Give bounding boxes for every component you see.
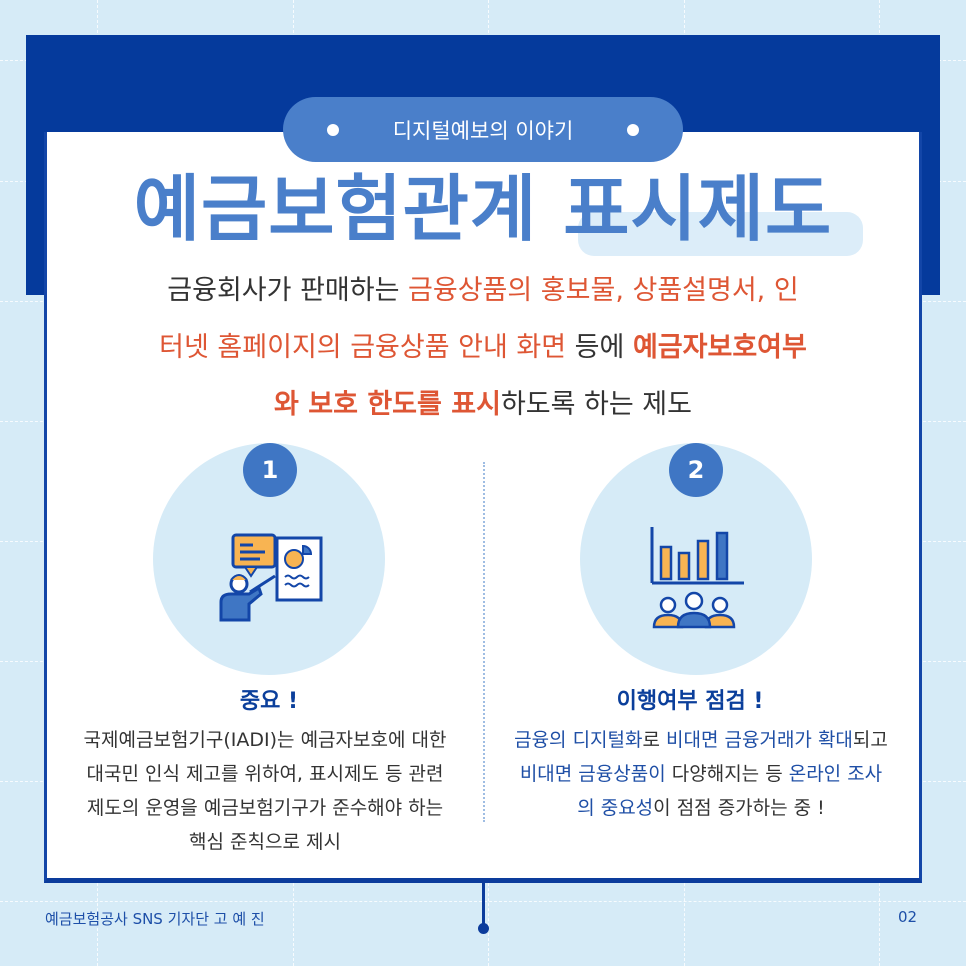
intro-text: 등에 bbox=[566, 332, 633, 363]
section-1-title: 중요 ! bbox=[239, 689, 299, 714]
body-text: 되고 bbox=[852, 729, 888, 751]
intro-highlight: 금융상품의 홍보물, 상품설명서, 인 bbox=[408, 275, 799, 306]
section-1-body: 국제예금보험기구(IADI)는 예금자보호에 대한 대국민 인식 제고를 위하여… bbox=[48, 723, 482, 859]
intro-highlight: 터넷 홈페이지의 금융상품 안내 화면 bbox=[159, 332, 567, 363]
body-text: 다양해지는 등 bbox=[665, 763, 789, 785]
body-highlight: 비대면 금융거래가 확대 bbox=[666, 729, 853, 751]
series-tag: 디지털예보의 이야기 bbox=[283, 97, 683, 162]
body-highlight: 온라인 조사 bbox=[788, 763, 883, 785]
series-tag-label: 디지털예보의 이야기 bbox=[392, 118, 574, 143]
body-line: 금융의 디지털화로 비대면 금융거래가 확대되고 bbox=[484, 723, 918, 757]
bullet-icon bbox=[627, 124, 639, 136]
body-highlight: 의 중요성 bbox=[577, 797, 654, 819]
body-highlight: 금융의 디지털화 bbox=[514, 729, 643, 751]
page-number: 02 bbox=[898, 908, 918, 926]
body-line: 비대면 금융상품이 다양해지는 등 온라인 조사 bbox=[484, 757, 918, 791]
body-line: 대국민 인식 제고를 위하여, 표시제도 등 관련 bbox=[86, 763, 444, 785]
connector-dot bbox=[478, 923, 489, 934]
body-highlight: 비대면 금융상품이 bbox=[519, 763, 666, 785]
intro-paragraph: 금융회사가 판매하는 금융상품의 홍보물, 상품설명서, 인 터넷 홈페이지의 … bbox=[60, 262, 906, 433]
connector-line bbox=[482, 883, 485, 927]
section-2-number-badge: 2 bbox=[669, 443, 723, 497]
body-text: 로 bbox=[642, 729, 667, 751]
presentation-icon bbox=[219, 533, 323, 622]
bullet-icon bbox=[327, 124, 339, 136]
body-line: 의 중요성이 점점 증가하는 중 ! bbox=[484, 791, 918, 825]
intro-emphasis: 예금자보호여부 bbox=[632, 332, 807, 363]
body-line: 제도의 운영을 예금보험기구가 준수해야 하는 bbox=[86, 797, 444, 819]
intro-text: 금융회사가 판매하는 bbox=[167, 275, 409, 306]
intro-emphasis: 와 보호 한도를 표시 bbox=[274, 389, 501, 420]
footer-author: 예금보험공사 SNS 기자단 고 예 진 bbox=[45, 910, 265, 928]
body-line: 국제예금보험기구(IADI)는 예금자보호에 대한 bbox=[83, 729, 447, 751]
section-1-number-badge: 1 bbox=[243, 443, 297, 497]
title-highlight bbox=[578, 212, 863, 256]
page-title: 예금보험관계 표시제도 bbox=[133, 167, 833, 251]
bar-chart-people-icon bbox=[650, 527, 744, 629]
section-2-title: 이행여부 점검 ! bbox=[616, 689, 764, 714]
section-2-body: 금융의 디지털화로 비대면 금융거래가 확대되고 비대면 금융상품이 다양해지는… bbox=[484, 723, 918, 825]
body-line: 핵심 준칙으로 제시 bbox=[189, 831, 341, 853]
intro-text: 하도록 하는 제도 bbox=[500, 389, 692, 420]
section-divider bbox=[483, 462, 485, 822]
body-text: 이 점점 증가하는 중 ! bbox=[653, 797, 825, 819]
